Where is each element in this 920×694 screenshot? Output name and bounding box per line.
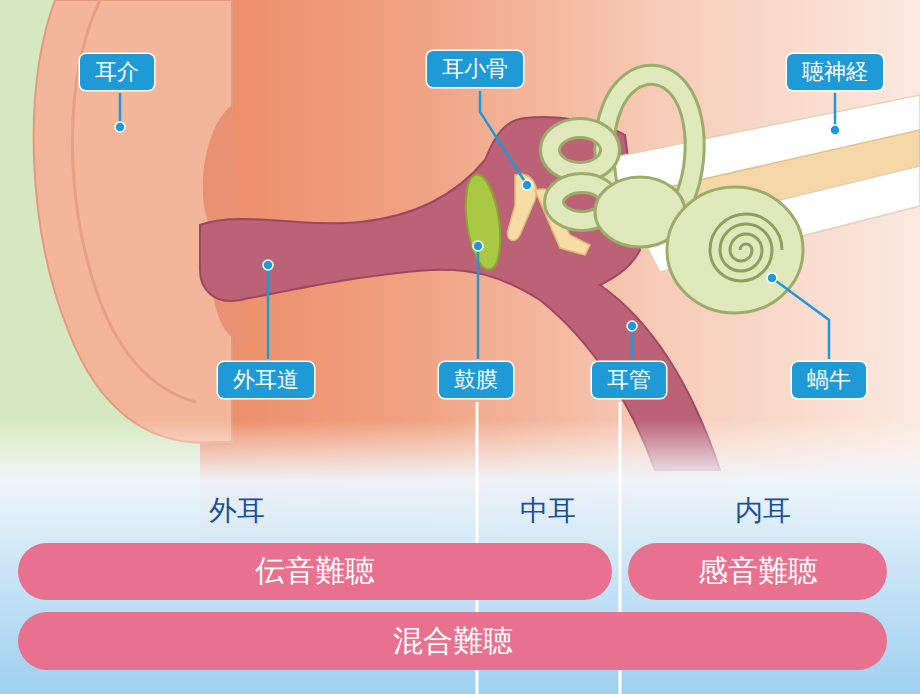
part-label: 耳小骨: [427, 51, 523, 87]
part-label: 外耳道: [218, 362, 314, 398]
semicircular-canal: [550, 128, 610, 172]
leader-dot: [830, 125, 840, 135]
ossicle: [507, 174, 536, 240]
leader-line: [480, 91, 527, 185]
leader-dot: [473, 241, 483, 251]
region-label: 中耳: [520, 494, 576, 528]
label-text: 耳小骨: [442, 54, 508, 84]
label-text: 聴神経: [802, 57, 868, 87]
pinna-fold: [73, 0, 197, 402]
label-text: 蝸牛: [807, 365, 851, 395]
leader-line: [477, 246, 480, 359]
leader-line: [772, 278, 829, 359]
hearing-loss-band: 感音難聴: [628, 543, 887, 600]
band-text: 混合難聴: [393, 621, 513, 662]
hearing-loss-band: 混合難聴: [18, 612, 887, 670]
cochlea: [667, 187, 803, 313]
label-text: 外耳道: [233, 365, 299, 395]
label-text: 耳介: [95, 57, 139, 87]
part-label: 耳管: [592, 362, 666, 398]
part-label: 聴神経: [787, 54, 883, 90]
label-text: 耳管: [607, 365, 651, 395]
band-text: 伝音難聴: [255, 551, 375, 592]
leader-line: [267, 265, 270, 359]
pinna: [34, 0, 232, 443]
leader-dot: [767, 273, 777, 283]
region-band: [0, 420, 920, 694]
semicircular-canal: [550, 128, 610, 172]
part-label: 鼓膜: [439, 362, 513, 398]
leader-lines: [120, 91, 835, 359]
band-text: 感音難聴: [698, 551, 818, 592]
leader-dot: [522, 180, 532, 190]
cochlea-spiral: [710, 214, 782, 281]
eardrum: [460, 172, 505, 272]
label-text: 鼓膜: [454, 365, 498, 395]
leader-dot: [115, 122, 125, 132]
part-label: 耳介: [80, 54, 154, 90]
leader-dot: [627, 321, 637, 331]
leader-dot: [263, 260, 273, 270]
leader-dots: [115, 122, 840, 331]
hearing-loss-band: 伝音難聴: [18, 543, 612, 600]
region-label: 内耳: [735, 494, 791, 528]
region-label: 外耳: [209, 494, 265, 528]
part-label: 蝸牛: [792, 362, 866, 398]
